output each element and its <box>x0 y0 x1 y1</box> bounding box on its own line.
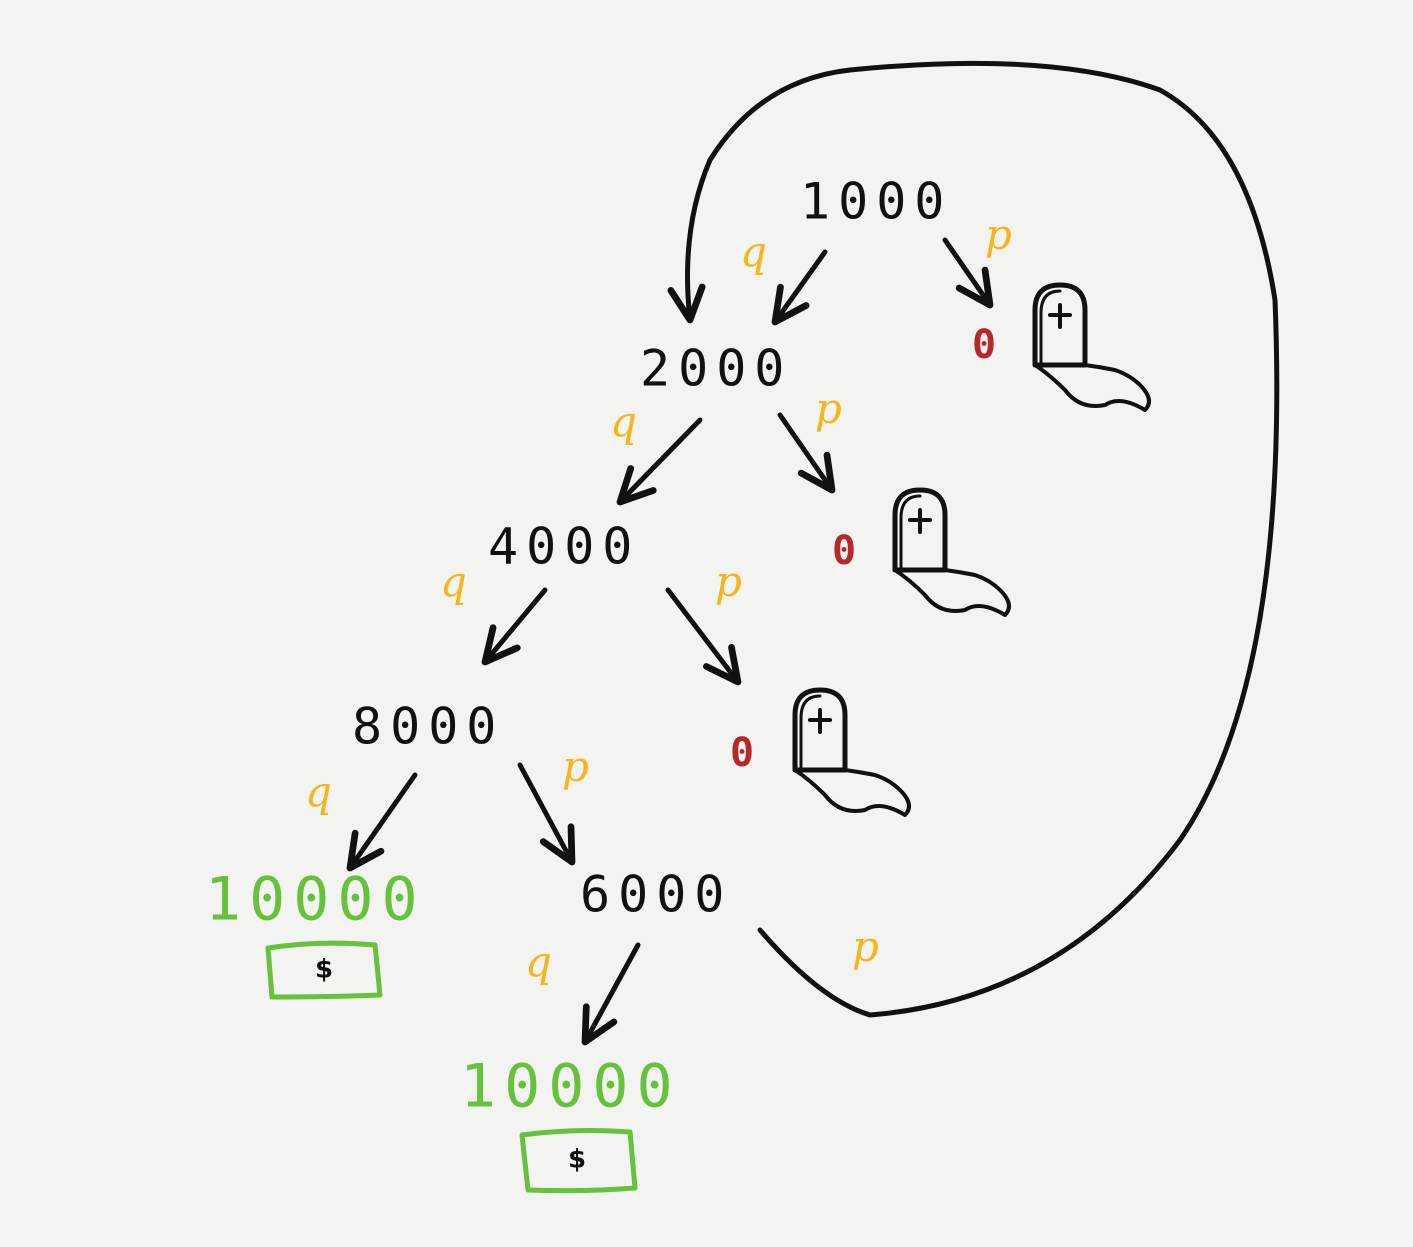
edge-4000-loss <box>665 587 742 686</box>
bill-symbol: $ <box>568 1145 586 1175</box>
node-8000: 8000 <box>352 698 504 756</box>
loss-value-2: 0 <box>832 528 864 574</box>
win-value-b: 10000 <box>460 1052 681 1122</box>
win-value-a: 10000 <box>205 865 426 935</box>
edge-8000-win <box>346 772 418 872</box>
tombstone-icon <box>895 490 1009 615</box>
dollar-bill-icon: $ <box>265 940 383 1000</box>
prob-label-p: p <box>985 210 1012 259</box>
loss-value-3: 0 <box>730 730 762 776</box>
edge-6000-win <box>581 942 641 1046</box>
tombstone-icon <box>795 690 909 815</box>
prob-label-p: p <box>815 384 842 433</box>
node-1000: 1000 <box>800 173 952 231</box>
edge-2000-loss <box>777 412 836 494</box>
prob-label-q: q <box>740 227 767 276</box>
loss-value-1: 0 <box>972 322 1004 368</box>
prob-label-q: q <box>525 937 552 986</box>
prob-label-p: p <box>715 557 742 606</box>
edge-4000-8000 <box>481 587 548 666</box>
edge-2000-4000 <box>616 417 703 506</box>
prob-label-q: q <box>305 767 332 816</box>
tombstone-icon <box>1035 285 1149 410</box>
prob-label-q: q <box>610 397 637 446</box>
edge-8000-6000 <box>517 762 576 866</box>
edge-1000-loss <box>942 237 994 309</box>
edge-1000-2000 <box>771 249 828 326</box>
dollar-bill-icon: $ <box>519 1128 638 1194</box>
node-2000: 2000 <box>640 340 792 398</box>
node-4000: 4000 <box>488 518 640 576</box>
loop-arrow <box>667 60 1280 1018</box>
node-6000: 6000 <box>580 866 732 924</box>
prob-label-p: p <box>562 742 589 791</box>
bill-symbol: $ <box>315 955 333 985</box>
prob-label-q: q <box>440 557 467 606</box>
prob-label-p: p <box>852 922 879 971</box>
